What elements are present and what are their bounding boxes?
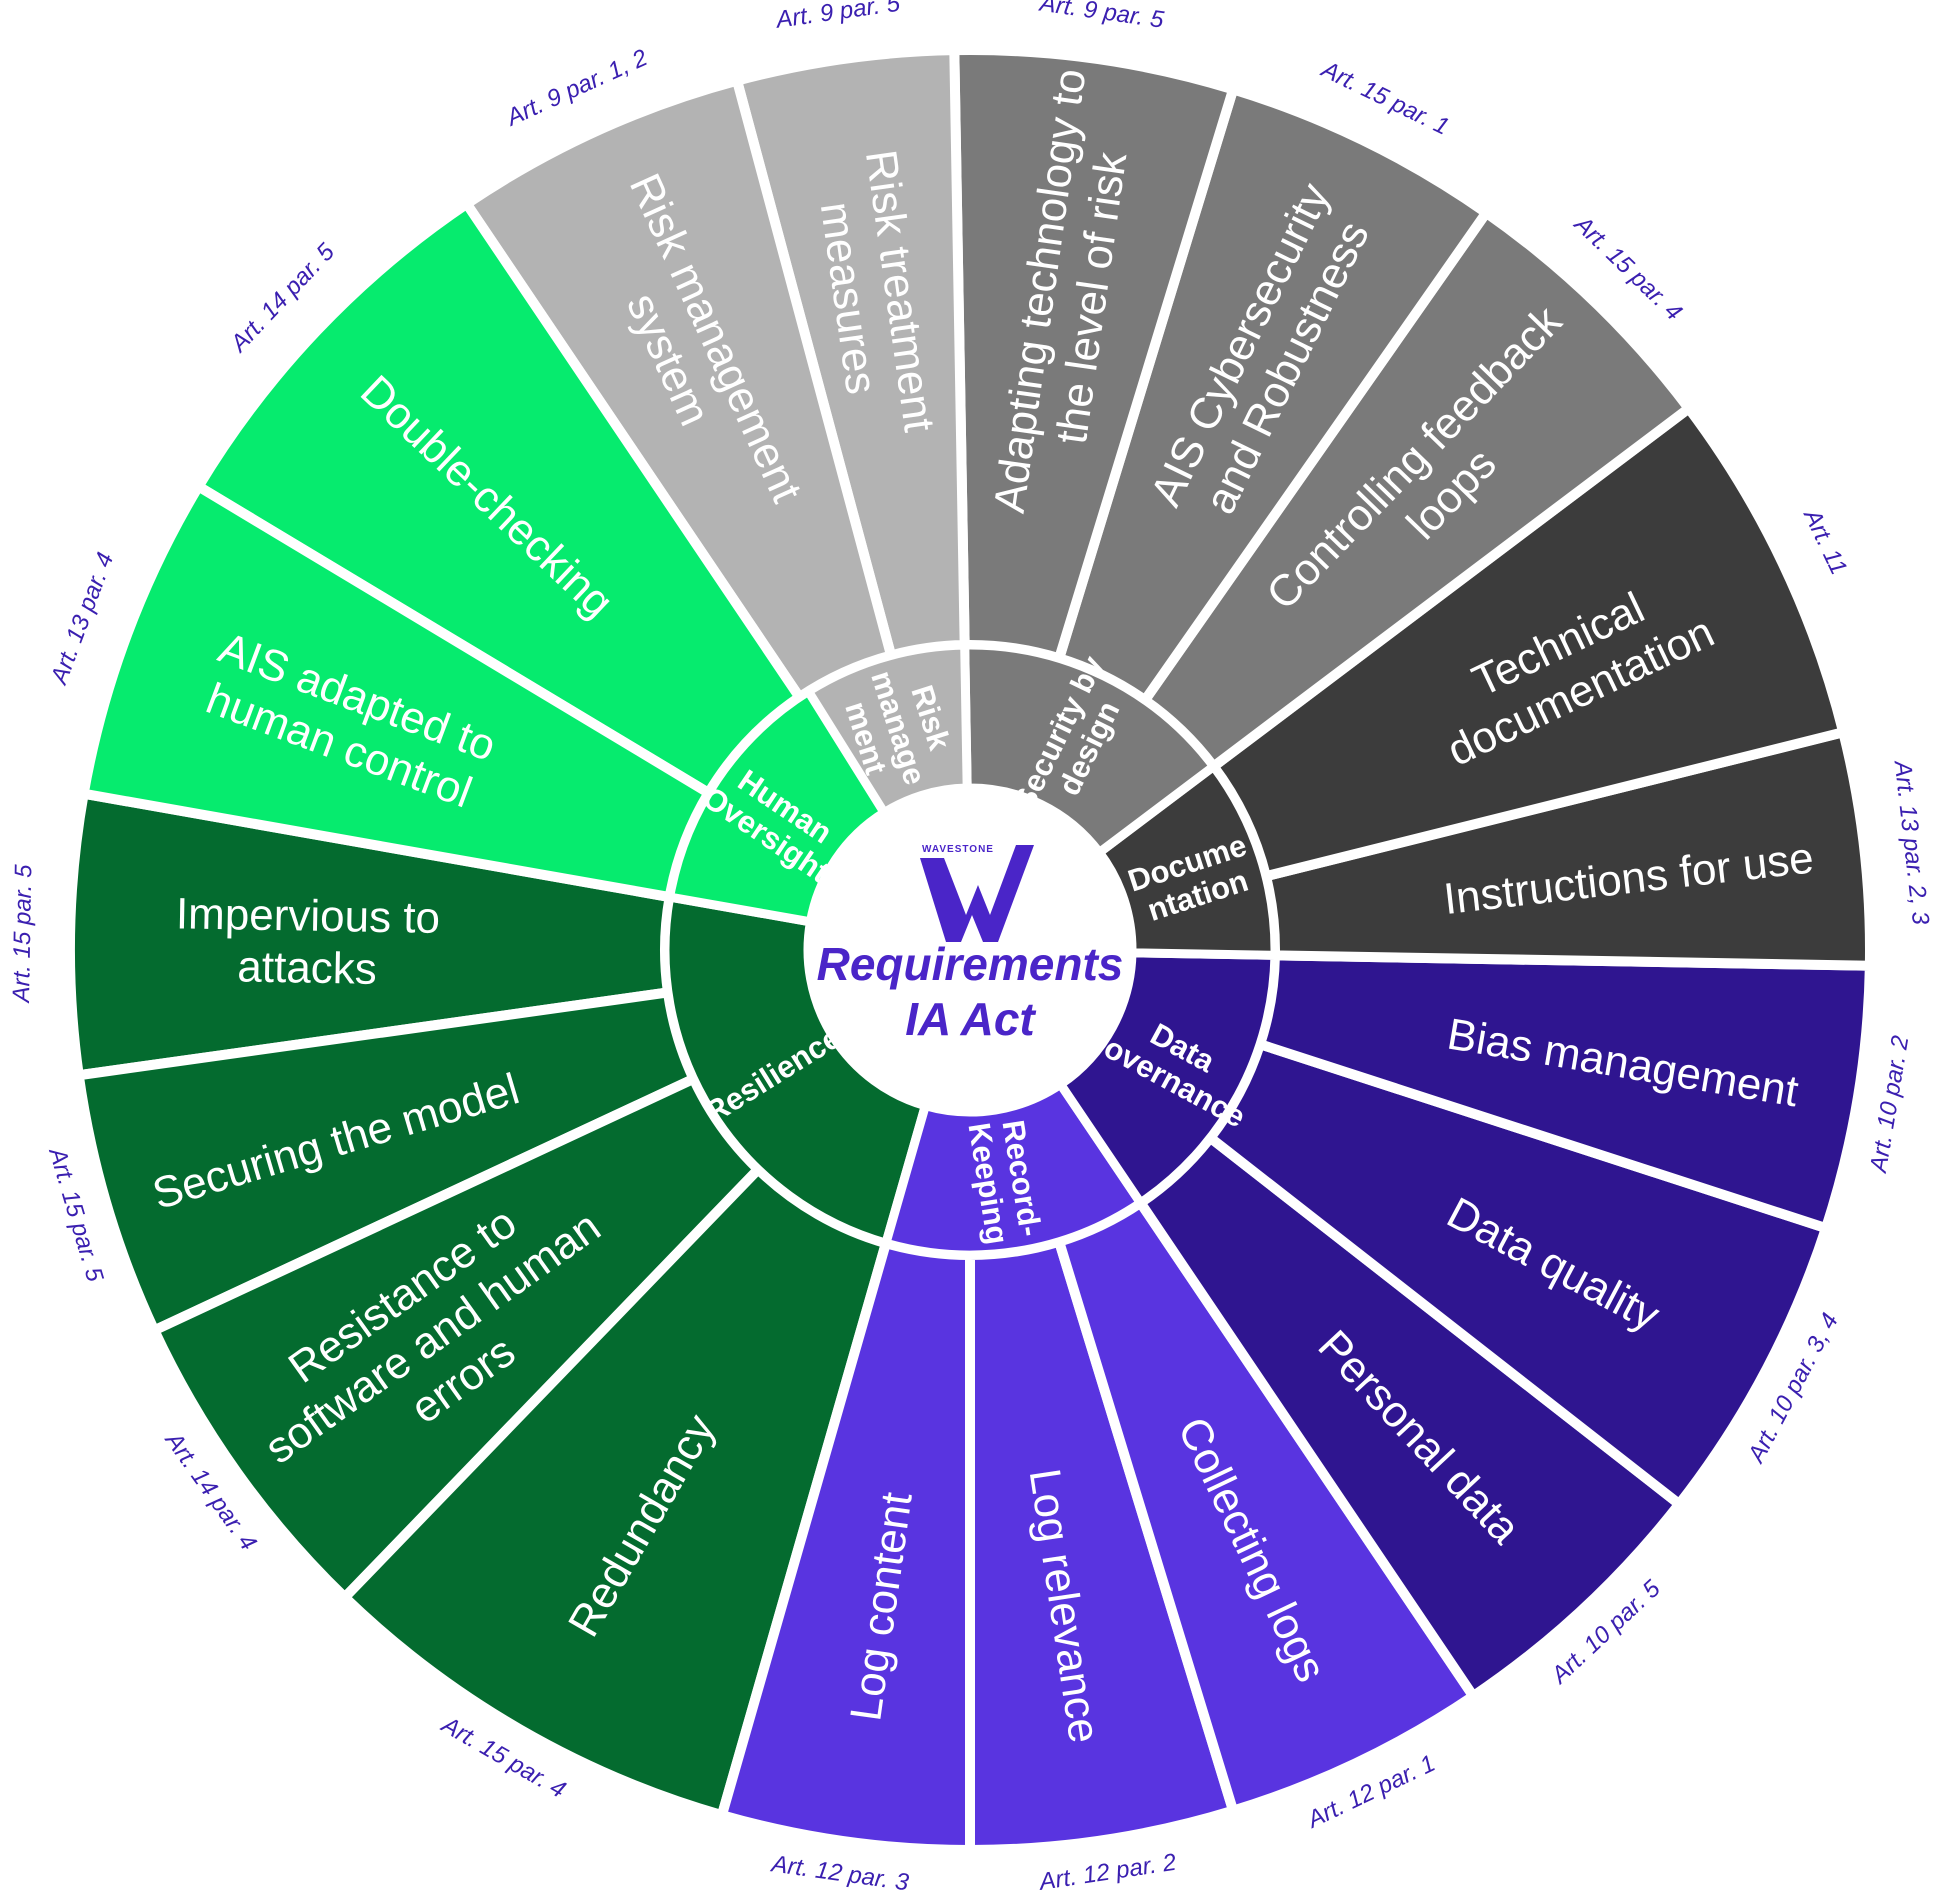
article-ref-security-by-design-2: Art. 9 par. 5 [1036, 0, 1166, 34]
category-sector-data-governance [1054, 948, 1280, 1210]
requirement-label-resilience-0: attacks [237, 942, 377, 993]
article-ref-documentation-0: Art. 13 par. 2, 3 [1888, 757, 1934, 926]
requirement-label-resilience-0: Impervious to [176, 889, 441, 943]
center-title-line-2: IA Act [905, 993, 1036, 1045]
article-ref-record-keeping-0: Art. 12 par. 3 [768, 1850, 911, 1895]
center-title-line-1: Requirements [817, 938, 1124, 990]
category-ring: ResilienceRecord-KeepingDatagovernanceDo… [660, 640, 1280, 1260]
logo-wordmark: WAVESTONE [922, 844, 994, 855]
article-ref-documentation-1: Art. 11 [1797, 503, 1852, 579]
article-ref-data-governance-2: Art. 10 par. 2 [1865, 1034, 1915, 1176]
article-ref-risk-management-0: Art. 9 par. 5 [773, 0, 903, 34]
center-circle [808, 788, 1132, 1112]
wavestone-w-logo [920, 845, 1034, 942]
center-hub: WAVESTONE Requirements IA Act [808, 788, 1132, 1112]
article-ref-resilience-0: Art. 15 par. 5 [8, 864, 37, 1005]
article-ref-human-oversight-1: Art. 13 par. 4 [45, 549, 119, 689]
wavestone-logo: WAVESTONE [920, 844, 1034, 942]
article-ref-record-keeping-1: Art. 12 par. 2 [1036, 1849, 1178, 1895]
